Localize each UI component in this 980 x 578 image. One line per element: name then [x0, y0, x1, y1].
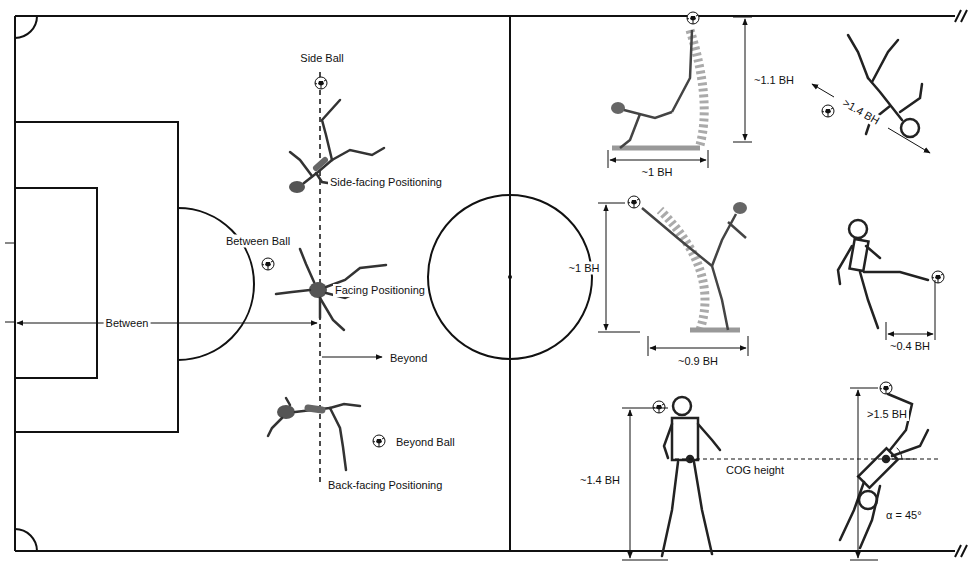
dimension-label: ~1.4 BH	[578, 474, 622, 487]
position-label: Back-facing Positioning	[326, 479, 444, 492]
dimension-label: ~1 BH	[567, 262, 602, 275]
pitch-lines	[5, 10, 967, 557]
zone-label: Between	[104, 317, 151, 330]
dimension-label: α = 45°	[884, 509, 924, 522]
ball-label: Beyond Ball	[394, 436, 457, 449]
scissor-kick-figure	[840, 394, 928, 548]
position-label: Facing Positioning	[333, 284, 427, 297]
position-label: Side-facing Positioning	[328, 176, 444, 189]
beyond-arrow	[322, 357, 382, 358]
dimension-label: COG height	[724, 464, 786, 477]
zone-label: Beyond	[388, 352, 429, 365]
dimension-label: >1.5 BH	[865, 408, 909, 421]
dimension-label: ~1.1 BH	[752, 74, 796, 87]
dimension-label: ~1 BH	[640, 166, 675, 179]
dive-figure	[848, 35, 922, 137]
side-volley-figure	[838, 220, 928, 328]
dimension-label: >1.4 BH	[839, 95, 884, 128]
dimension-label: ~0.4 BH	[888, 340, 932, 353]
kick-trail-figure	[611, 30, 704, 148]
between-arrow	[17, 323, 317, 324]
dimension-label: ~0.9 BH	[676, 355, 720, 368]
dimension-lines	[598, 17, 938, 560]
reference-line	[319, 72, 321, 486]
ball-label: Between Ball	[224, 235, 292, 248]
ball-label: Side Ball	[298, 52, 345, 65]
volley-trail-figure	[642, 202, 747, 330]
balls	[262, 12, 944, 447]
header-figure	[662, 397, 720, 556]
